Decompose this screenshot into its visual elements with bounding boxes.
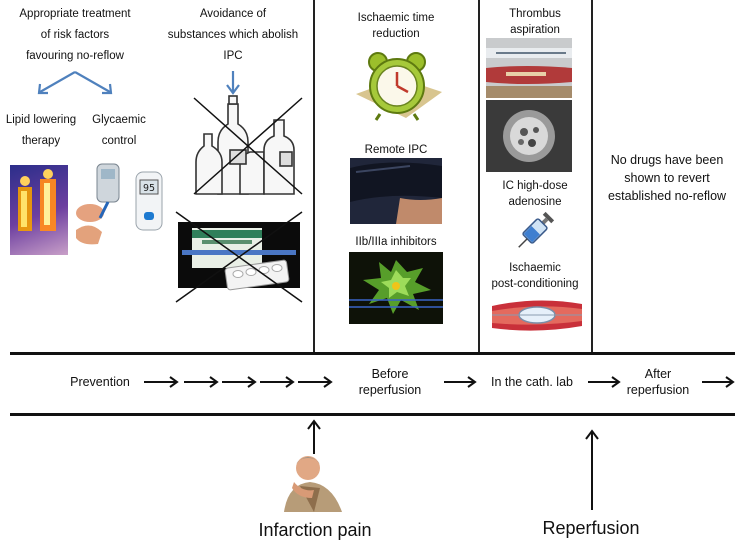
timeline-top-line [10, 352, 735, 355]
chest-pain-person-image [280, 452, 346, 512]
heading-line: substances which abolish [167, 29, 299, 41]
no-drugs-label-line: established no-reflow [607, 189, 727, 203]
no-drugs-label-line: No drugs have been [610, 153, 724, 167]
glycaemic-label-line: Glycaemic [92, 114, 146, 126]
syringe-icon [518, 211, 555, 248]
heading-line: IPC [223, 50, 243, 62]
timeline-after-label-line: After [644, 367, 672, 381]
remote-ipc-cuff-image [350, 158, 442, 224]
postconditioning-label-line: Ischaemic [509, 262, 561, 274]
lipid-therapy-image [10, 165, 68, 255]
heading-line: Avoidance of [199, 8, 267, 20]
branch-arrows-icon [37, 71, 113, 95]
timeline-before-label-line: reperfusion [358, 383, 422, 397]
timeline-before-label-line: Before [371, 367, 409, 381]
lipid-label-line: therapy [21, 135, 61, 147]
reperfusion-event-label: Reperfusion [542, 518, 640, 538]
heading-line: favouring no-reflow [26, 50, 124, 62]
glycaemic-label-line: control [101, 135, 137, 147]
timeline-arrows-prevention [144, 376, 333, 388]
crossed-alcohol-bottles-icon [193, 95, 303, 195]
down-arrow-icon [226, 71, 240, 95]
heading-line: Appropriate treatment [19, 8, 131, 20]
ischaemic-time-label-line: reduction [372, 28, 420, 40]
timeline-arrow-cath [588, 376, 621, 388]
divider-cath [591, 0, 593, 352]
divider-before [478, 0, 480, 352]
timeline-arrow-after [702, 376, 735, 388]
alarm-clock-icon [356, 52, 442, 121]
timeline-cath-label: In the cath. lab [490, 375, 573, 389]
crossed-medicine-box-icon [175, 211, 303, 303]
thrombus-cross-section-image [486, 100, 572, 172]
glucometer-reading: 95 [143, 183, 155, 194]
inhibitors-label: IIb/IIIa inhibitors [355, 236, 437, 248]
infarction-pain-label: Infarction pain [258, 520, 372, 540]
timeline-bottom-line [10, 413, 735, 416]
remote-ipc-label: Remote IPC [364, 144, 428, 156]
timeline-after-label-line: reperfusion [626, 383, 690, 397]
glucometer-image: 95 [72, 158, 168, 250]
divider-prevention [313, 0, 315, 352]
ischaemic-time-label-line: Ischaemic time [357, 12, 435, 24]
platelet-inhibitor-image [349, 252, 443, 324]
reperfusion-up-arrow-icon [585, 429, 599, 510]
no-drugs-label-line: shown to revert [624, 171, 710, 185]
infarction-up-arrow-icon [307, 419, 321, 454]
timeline-prevention-label: Prevention [70, 375, 130, 389]
adenosine-label-line: IC high-dose [502, 180, 568, 192]
vessel-balloon-icon [492, 300, 582, 331]
postconditioning-label-line: post-conditioning [491, 278, 579, 290]
thrombus-aspiration-image [486, 38, 572, 98]
lipid-label-line: Lipid lowering [5, 114, 77, 126]
adenosine-label-line: adenosine [508, 196, 562, 208]
thrombus-label-line: Thrombus [509, 8, 561, 20]
thrombus-label-line: aspiration [510, 24, 560, 36]
heading-line: of risk factors [40, 29, 110, 41]
timeline-arrow-before [444, 376, 477, 388]
